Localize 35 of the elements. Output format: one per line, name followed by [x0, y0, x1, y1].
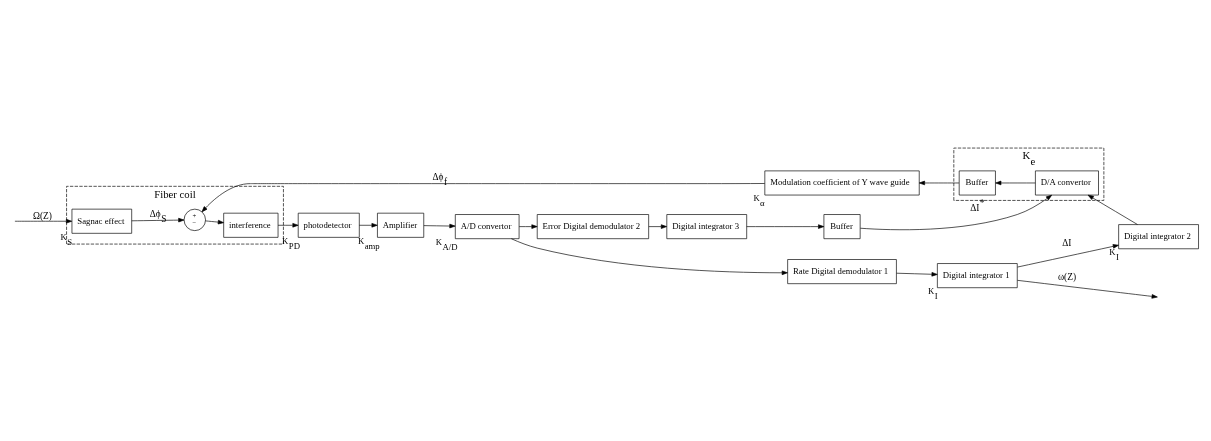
arrow — [995, 180, 1036, 186]
edge-label: ΔI — [1062, 238, 1072, 249]
node-box: Error Digital demodulator 2 — [536, 214, 649, 240]
arrow — [648, 224, 667, 229]
arrow — [746, 224, 825, 229]
arrow — [423, 223, 456, 229]
edge-label: ω(Z) — [1057, 272, 1077, 283]
arrow — [896, 272, 938, 277]
arrow — [518, 224, 538, 229]
node-box: interference — [223, 212, 279, 238]
arrow — [205, 219, 224, 225]
node-box: Rate Digital demodulator 1 — [787, 259, 897, 284]
node-box: Sagnac effect — [71, 208, 133, 234]
node-box: Digital integrator 2 — [1118, 224, 1199, 250]
edge-label: Ω(Z) — [33, 210, 52, 221]
arrow — [14, 219, 73, 224]
node-box: D/A convertor — [1035, 170, 1099, 196]
arrow — [1087, 194, 1138, 225]
node-box: Digital integrator 3 — [666, 214, 748, 240]
node-box: Buffer — [823, 214, 861, 240]
arrow — [359, 223, 378, 228]
arrow — [860, 194, 1052, 231]
arrow — [131, 217, 185, 223]
arrow — [1017, 280, 1158, 299]
node-box: Amplifier — [377, 212, 425, 238]
arrow — [1017, 244, 1119, 268]
arrow — [201, 183, 766, 213]
arrow — [511, 238, 788, 275]
arrow — [918, 180, 960, 186]
node-box: photodetector — [297, 212, 360, 238]
node-box: Buffer — [958, 170, 996, 196]
node-box: Modulation coefficient of Y wave guide — [764, 170, 920, 196]
node-box: Digital integrator 1 — [937, 263, 1018, 289]
arrow — [277, 223, 299, 228]
node-box: A/D convertor — [454, 214, 520, 240]
